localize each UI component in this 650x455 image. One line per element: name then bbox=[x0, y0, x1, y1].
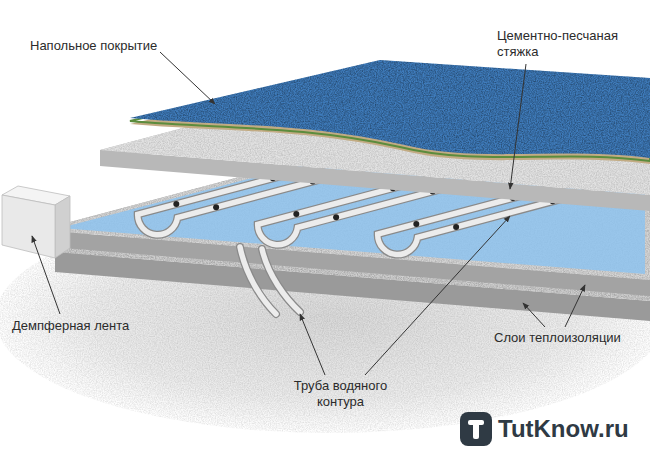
layer-label: Демпферная лента bbox=[12, 318, 152, 334]
watermark: TutKnow.ru bbox=[498, 415, 629, 443]
floor-covering-texture bbox=[130, 60, 650, 158]
layer-label: Напольное покрытие bbox=[30, 38, 180, 54]
label-slot: Слои теплоизоляции bbox=[494, 330, 644, 346]
label-slot: Напольное покрытие bbox=[30, 38, 180, 54]
watermark-logo-icon bbox=[460, 412, 492, 446]
label-slot: TutKnow.ru bbox=[498, 415, 629, 443]
label-slot: Демпферная лента bbox=[12, 318, 152, 334]
pipe-tails bbox=[240, 247, 300, 314]
layer-label: Цементно-песчаная стяжка bbox=[497, 28, 642, 60]
layer-label: Слои теплоизоляции bbox=[494, 330, 644, 346]
layer-label: Труба водяного контура bbox=[283, 378, 398, 410]
floor-covering-sheet bbox=[130, 60, 650, 158]
label-slot: Труба водяного контура bbox=[283, 378, 398, 410]
label-slot: Цементно-песчаная стяжка bbox=[497, 28, 642, 60]
